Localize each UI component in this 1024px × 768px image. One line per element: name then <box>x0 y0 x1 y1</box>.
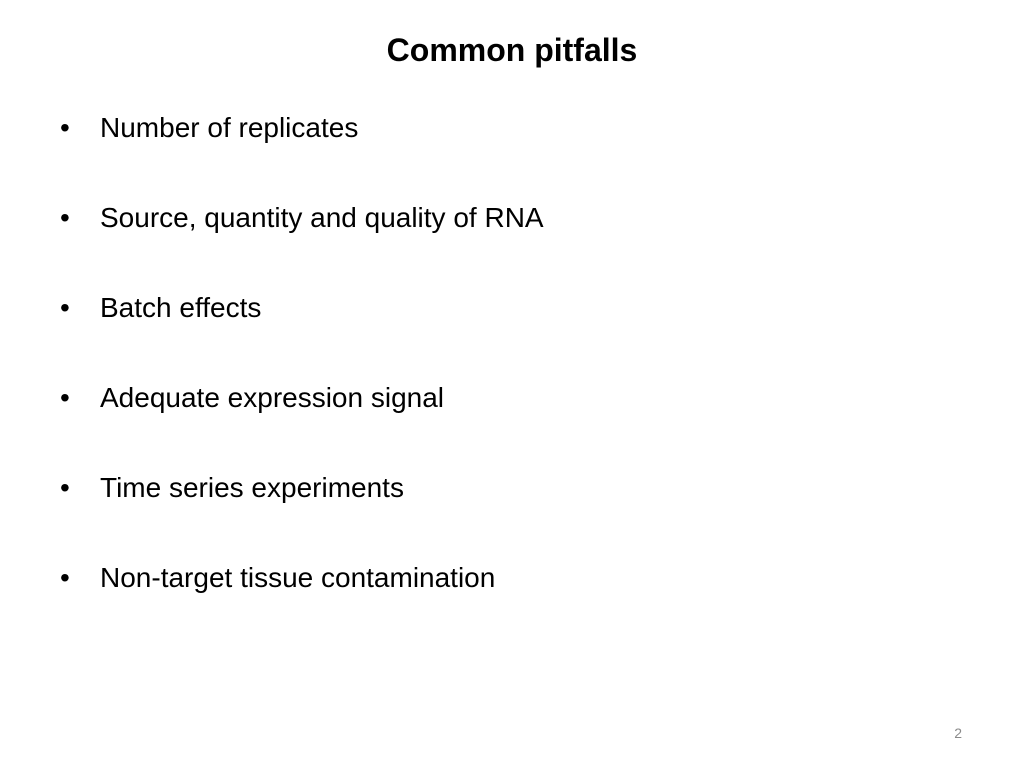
list-item: • Non-target tissue contamination <box>60 558 960 648</box>
list-item: • Number of replicates <box>60 108 960 198</box>
bullet-text: Source, quantity and quality of RNA <box>100 202 544 233</box>
list-item: • Source, quantity and quality of RNA <box>60 198 960 288</box>
bullet-text: Time series experiments <box>100 472 404 503</box>
bullet-icon: • <box>60 292 70 323</box>
list-item: • Batch effects <box>60 288 960 378</box>
bullet-icon: • <box>60 472 70 503</box>
bullet-icon: • <box>60 112 70 143</box>
bullet-text: Adequate expression signal <box>100 382 445 413</box>
slide-number: 2 <box>954 725 962 741</box>
list-item: • Adequate expression signal <box>60 378 960 468</box>
bullet-text: Non-target tissue contamination <box>100 562 496 593</box>
slide-title: Common pitfalls <box>386 32 638 68</box>
bullet-list: • Number of replicates • Source, quantit… <box>60 108 960 648</box>
bullet-icon: • <box>60 382 70 413</box>
bullet-icon: • <box>60 562 70 593</box>
list-item: • Time series experiments <box>60 468 960 558</box>
bullet-text: Number of replicates <box>100 112 359 143</box>
bullet-text: Batch effects <box>100 292 262 323</box>
bullet-icon: • <box>60 202 70 233</box>
